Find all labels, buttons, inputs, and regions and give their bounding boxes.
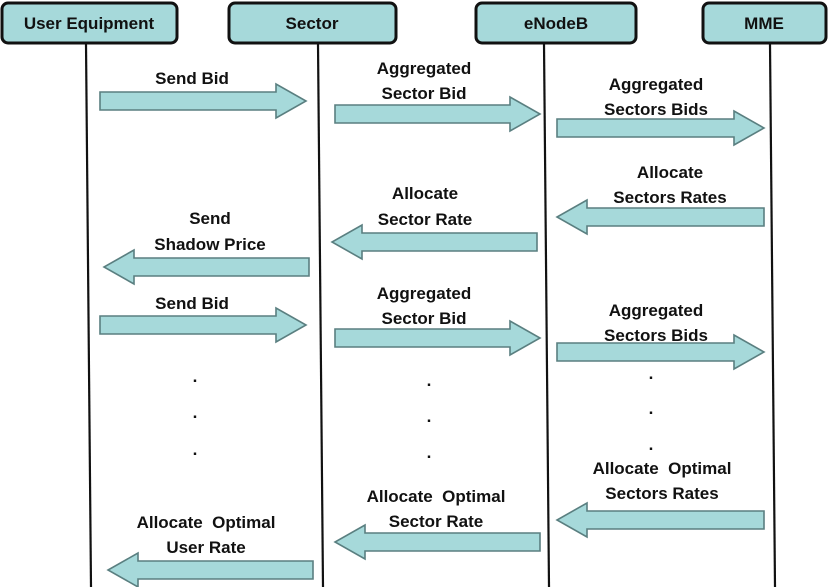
participant-headers: User Equipment Sector eNodeB MME: [0, 1, 828, 45]
message-label: Sectors Bids: [604, 100, 708, 119]
participant-mme: MME: [701, 1, 828, 45]
message-arrow: [333, 523, 541, 561]
ellipsis-dot: .: [649, 364, 654, 383]
ellipsis-dot: .: [193, 403, 198, 422]
ellipsis-dot: .: [427, 371, 432, 390]
message-arrow: [99, 306, 308, 344]
message-label: Sector Rate: [389, 512, 483, 531]
participant-user-equipment: User Equipment: [0, 1, 179, 45]
message-arrow: [556, 109, 766, 147]
ellipsis-dots: . . . . . . . . .: [193, 364, 654, 462]
message-label: Allocate Optimal: [367, 487, 506, 506]
message-label: Send Bid: [155, 294, 229, 313]
message-label: Sector Bid: [381, 84, 466, 103]
message-label: Allocate: [637, 163, 703, 182]
message-arrow: [555, 501, 765, 539]
message-arrow: [334, 95, 542, 133]
message-arrow: [99, 82, 308, 120]
message-label: Allocate Optimal: [137, 513, 276, 532]
message-label: Aggregated: [609, 301, 703, 320]
message-label: User Rate: [166, 538, 245, 557]
ellipsis-dot: .: [427, 443, 432, 462]
message-label: Sector Rate: [378, 210, 472, 229]
message-label: Aggregated: [609, 75, 703, 94]
message-label: Shadow Price: [154, 235, 265, 254]
ellipsis-dot: .: [427, 407, 432, 426]
message-arrow: [334, 319, 542, 357]
ellipsis-dot: .: [193, 367, 198, 386]
ellipsis-dot: .: [649, 399, 654, 418]
message-label: Send: [189, 209, 231, 228]
message-label: Allocate Optimal: [593, 459, 732, 478]
ellipsis-dot: .: [193, 440, 198, 459]
participant-label-mme: MME: [744, 14, 784, 33]
message-arrow: [102, 248, 310, 286]
participant-label-enodeb: eNodeB: [524, 14, 588, 33]
message-label: Sectors Bids: [604, 326, 708, 345]
lifeline-enodeb: [542, 43, 551, 587]
lifeline-mme: [768, 43, 777, 587]
lifelines: [84, 43, 777, 587]
message-arrows: [99, 82, 766, 587]
participant-sector: Sector: [227, 1, 398, 45]
message-label: Aggregated: [377, 59, 471, 78]
message-label: Aggregated: [377, 284, 471, 303]
message-arrow: [330, 223, 538, 261]
message-label: Sectors Rates: [613, 188, 726, 207]
message-arrow: [555, 198, 765, 236]
message-label: Allocate: [392, 184, 458, 203]
message-label: Sector Bid: [381, 309, 466, 328]
message-arrow: [106, 551, 314, 587]
message-label: Send Bid: [155, 69, 229, 88]
message-label: Sectors Rates: [605, 484, 718, 503]
message-arrow: [556, 333, 766, 371]
lifeline-user-equipment: [84, 43, 93, 587]
participant-label-sector: Sector: [286, 14, 339, 33]
participant-enodeb: eNodeB: [474, 1, 638, 45]
lifeline-sector: [316, 43, 325, 587]
ellipsis-dot: .: [649, 435, 654, 454]
participant-label-user-equipment: User Equipment: [24, 14, 155, 33]
